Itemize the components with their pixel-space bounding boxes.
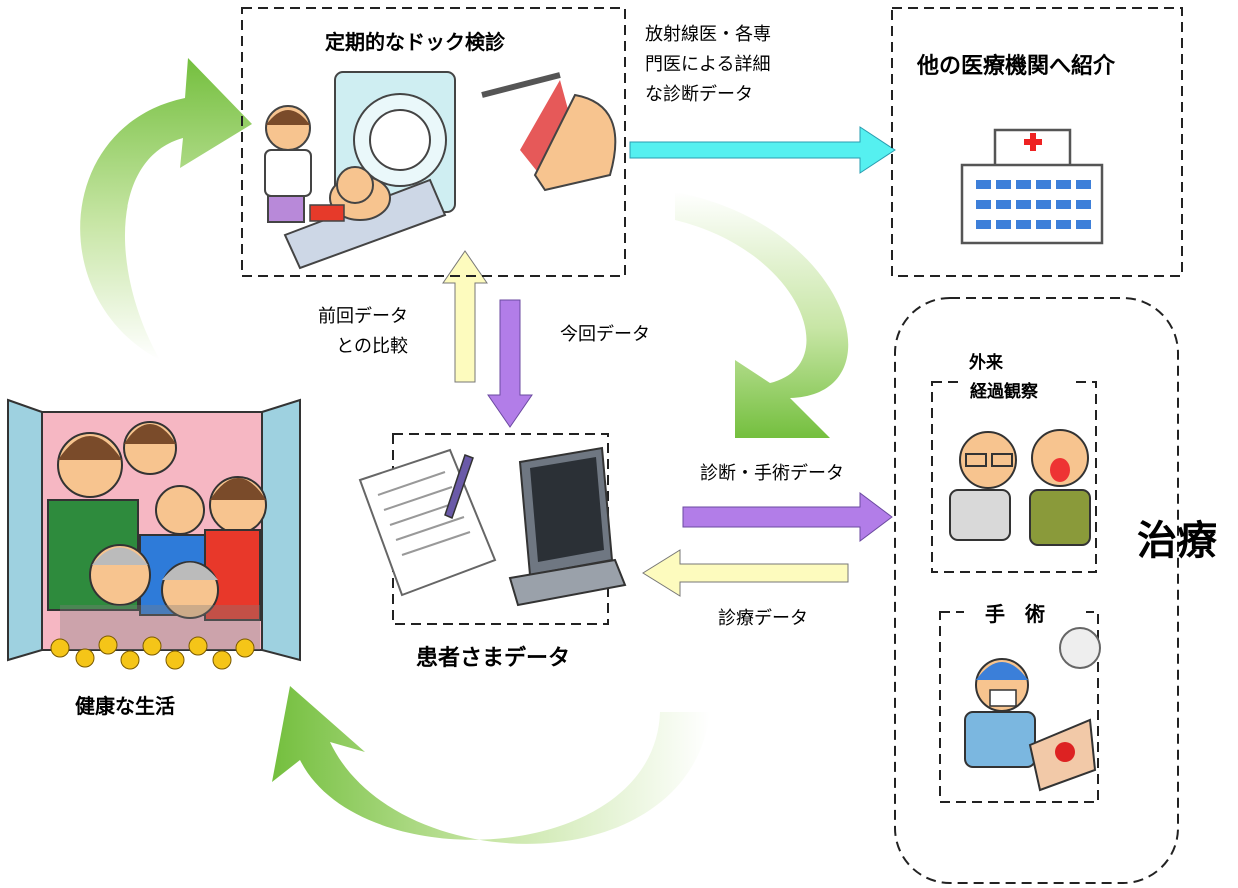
checkup-box <box>241 7 626 277</box>
treatment-title: 治療 <box>1137 518 1217 564</box>
referral-data-line1: 放射線医・各専 <box>645 24 771 45</box>
outpatient-line1: 外来 <box>969 353 1003 373</box>
arrow-medical-treatment-data <box>642 549 849 597</box>
treatment-box <box>894 297 1179 884</box>
referral-data-line2: 門医による詳細 <box>645 54 771 75</box>
doctor-illustration <box>264 105 312 223</box>
current-data-label: 今回データ <box>560 324 650 345</box>
patient-data-title: 患者さまデータ <box>416 646 571 671</box>
previous-compare-line1: 前回データ <box>318 306 408 327</box>
document-pen-illustration <box>358 448 497 597</box>
outpatient-line2: 経過観察 <box>970 382 1038 402</box>
referral-data-label: 放射線医・各専 門医による詳細 な診断データ <box>645 20 771 110</box>
surgery-box <box>939 611 1099 803</box>
arrow-current-data <box>487 299 533 428</box>
surgery-title: 手 術 <box>985 602 1045 626</box>
arrow-previous-compare <box>442 250 488 383</box>
cycle-arrow-treatment-to-healthy <box>272 686 710 844</box>
cycle-arrow-checkup-to-treatment <box>675 192 849 438</box>
healthy-life-title: 健康な生活 <box>75 694 175 718</box>
previous-compare-line2: との比較 <box>336 336 408 357</box>
checkup-title: 定期的なドック検診 <box>325 30 505 54</box>
blood-draw-illustration <box>475 40 620 192</box>
cycle-arrow-healthy-to-checkup <box>80 58 252 360</box>
ct-scanner-illustration <box>283 71 456 270</box>
diagnosis-surgery-data-label: 診断・手術データ <box>700 463 844 484</box>
arrow-to-referral <box>629 126 896 174</box>
referral-title: 他の医療機関へ紹介 <box>917 54 1116 79</box>
arrow-diagnosis-surgery-data <box>682 492 893 542</box>
medical-treatment-data-label: 診療データ <box>718 608 808 629</box>
laptop-illustration <box>508 446 627 607</box>
previous-compare-label: 前回データ との比較 <box>318 302 408 362</box>
referral-data-line3: な診断データ <box>645 84 753 105</box>
family-window-illustration <box>7 398 301 670</box>
referral-box <box>891 7 1183 277</box>
hospital-icon <box>960 128 1104 245</box>
surgery-illustration <box>964 627 1101 792</box>
outpatient-exam-illustration <box>949 429 1091 546</box>
